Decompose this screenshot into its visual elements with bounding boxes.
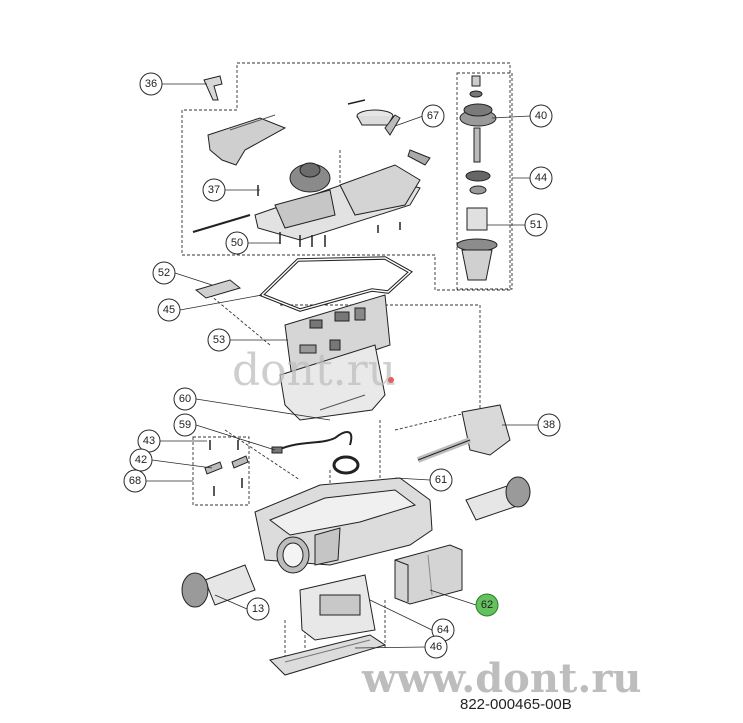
callout-46-label: 46 (430, 641, 442, 653)
callout-44-label: 44 (535, 172, 547, 184)
callout-52-label: 52 (158, 267, 170, 279)
callout-leader-lines (146, 83, 538, 649)
callout-61-label: 61 (435, 474, 447, 486)
main-housing (254, 477, 433, 574)
callout-52: 52 (152, 261, 176, 285)
callout-42-label: 42 (135, 454, 147, 466)
circuit-board (284, 294, 391, 379)
callout-50: 50 (225, 231, 249, 255)
callout-36-label: 36 (145, 78, 157, 90)
gasket-frame (194, 256, 413, 312)
callout-42: 42 (129, 448, 153, 472)
callout-45: 45 (157, 298, 181, 322)
battery-compartment (299, 574, 376, 641)
callout-60: 60 (173, 387, 197, 411)
callout-37-label: 37 (208, 184, 220, 196)
battery-cover (269, 634, 387, 676)
callout-61: 61 (429, 468, 453, 492)
callout-53: 53 (207, 328, 231, 352)
callout-59: 59 (173, 413, 197, 437)
watermark-dot (388, 377, 394, 383)
callout-43-label: 43 (143, 435, 155, 447)
callout-62: 62 (475, 593, 499, 617)
callout-60-label: 60 (179, 393, 191, 405)
callout-bubbles: 36 67 40 44 37 51 50 52 45 53 60 (123, 72, 561, 659)
callout-68-label: 68 (129, 475, 141, 487)
battery-pack (394, 544, 463, 605)
joystick-stack (456, 75, 498, 281)
watermark-small: dont.ru (232, 345, 396, 396)
motor-assembly-right (416, 404, 511, 463)
top-cover-assembly (192, 75, 431, 247)
callout-64: 64 (431, 618, 455, 642)
callout-51: 51 (524, 213, 548, 237)
callout-37: 37 (202, 178, 226, 202)
callout-62-label: 62 (481, 599, 493, 611)
drive-motor-left (181, 564, 256, 608)
bracket-parts (204, 440, 249, 496)
callout-40-label: 40 (535, 110, 547, 122)
callout-67: 67 (421, 104, 445, 128)
callout-45-label: 45 (163, 304, 175, 316)
callout-13-label: 13 (252, 603, 264, 615)
callout-59-label: 59 (179, 419, 191, 431)
drive-motor-right (465, 476, 531, 521)
callout-46: 46 (424, 635, 448, 659)
callout-40: 40 (529, 104, 553, 128)
callout-44: 44 (529, 166, 553, 190)
inner-tray (279, 344, 386, 421)
callout-67-label: 67 (427, 110, 439, 122)
document-number: 822-000465-00B (460, 696, 572, 713)
callout-53-label: 53 (213, 334, 225, 346)
callout-50-label: 50 (231, 237, 243, 249)
callout-64-label: 64 (437, 624, 449, 636)
callout-68: 68 (123, 469, 147, 493)
watermark-large: www.dont.ru (361, 655, 642, 702)
callout-13: 13 (246, 597, 270, 621)
callout-38: 38 (537, 413, 561, 437)
wiring-harness (271, 431, 360, 475)
callout-38-label: 38 (543, 419, 555, 431)
callout-36: 36 (139, 72, 163, 96)
callout-51-label: 51 (530, 219, 542, 231)
